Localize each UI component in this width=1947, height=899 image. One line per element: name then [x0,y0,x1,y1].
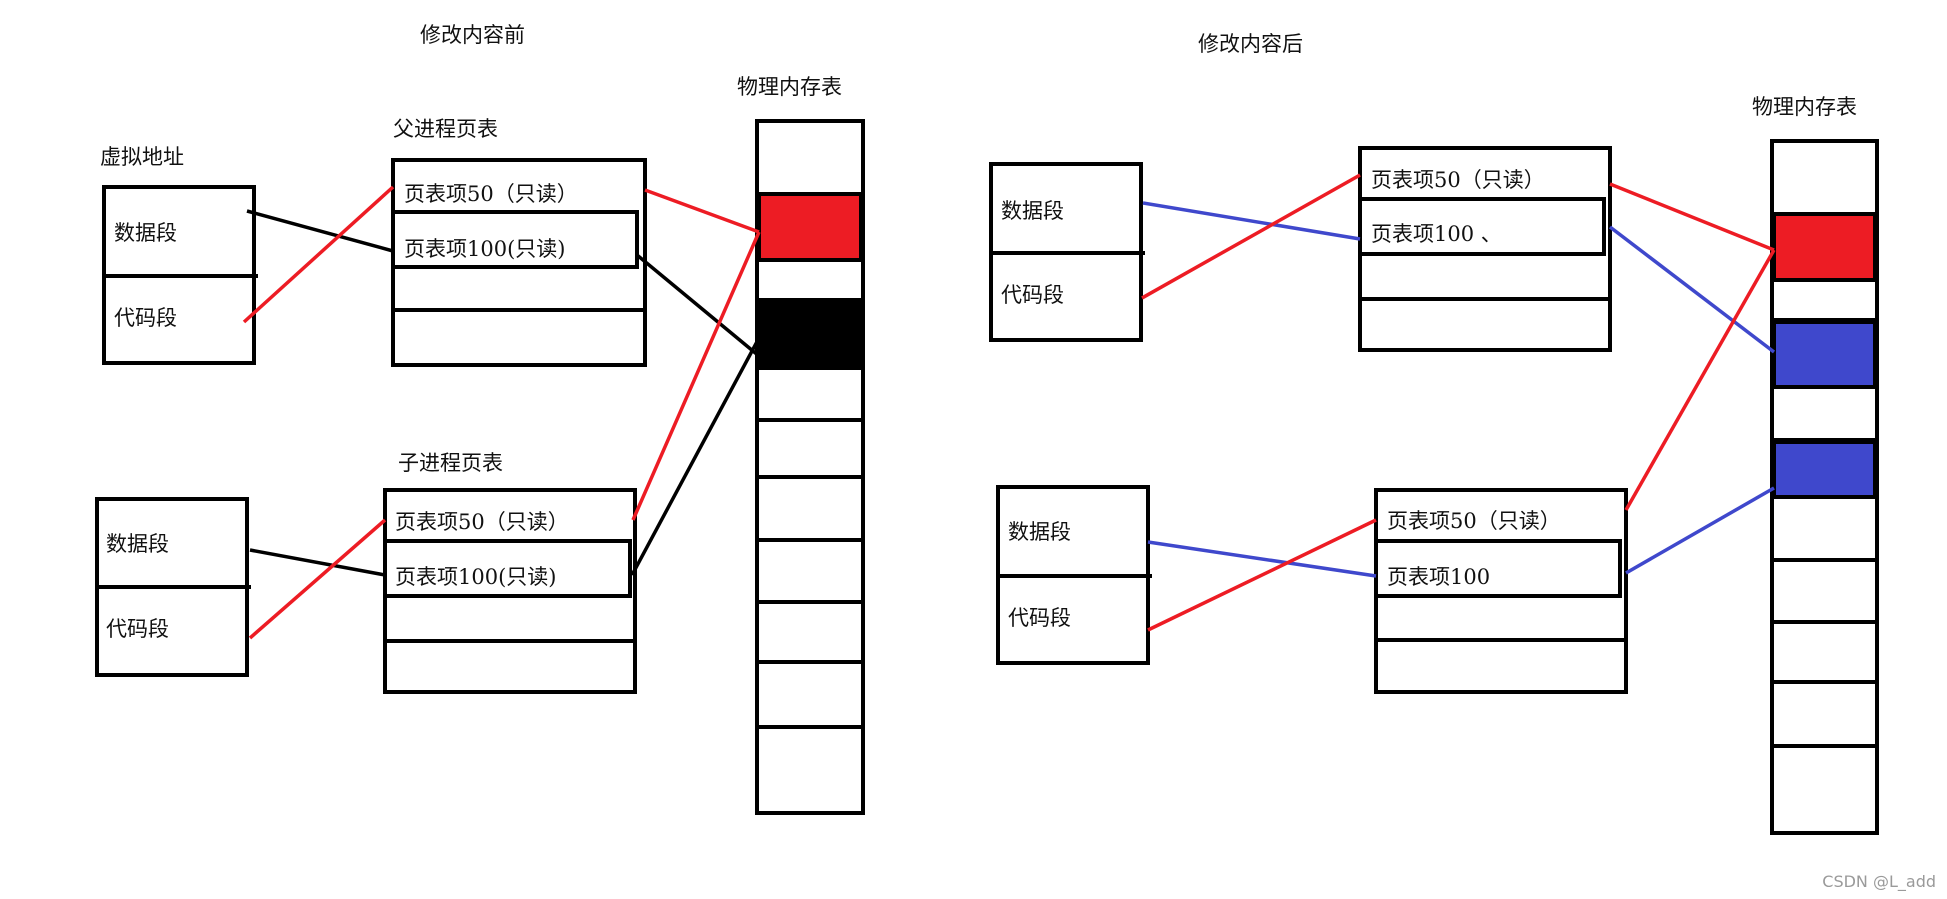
shared-data-page [757,192,863,262]
code-segment-label: 代码段 [1008,606,1071,630]
page-entry-100: 页表项100 、 [1371,222,1502,246]
connectors-after [1141,173,1776,632]
physical-memory-label-before: 物理内存表 [737,75,842,99]
page-entry-50: 页表项50（只读） [395,510,569,534]
child-virtual-address-after: 数据段 代码段 [996,485,1152,665]
page-entry-50: 页表项50（只读） [1371,168,1545,192]
page-entry-50: 页表项50（只读） [1387,509,1561,533]
data-segment-label: 数据段 [1001,199,1064,223]
physical-memory-label-after: 物理内存表 [1752,95,1857,119]
physical-memory-after [1770,139,1879,835]
shared-code-page [759,302,861,370]
title-after: 修改内容后 [1198,32,1303,56]
connectors-before [242,185,761,640]
parent-page-table-label: 父进程页表 [393,117,498,141]
child-data-page [1772,440,1877,499]
page-entry-100: 页表项100(只读) [395,565,556,589]
virtual-address-label: 虚拟地址 [100,145,184,169]
child-page-table-label: 子进程页表 [398,451,503,475]
physical-memory-before [755,119,865,815]
parent-page-table-before: 页表项50（只读） 页表项100(只读) [391,158,647,367]
parent-virtual-address-before: 数据段 代码段 [102,185,258,365]
shared-code-page [1772,212,1877,282]
watermark: CSDN @L_add [1822,872,1936,892]
code-segment-label: 代码段 [106,617,169,641]
page-entry-100: 页表项100 [1387,565,1490,589]
page-entry-100: 页表项100(只读) [404,237,565,261]
parent-page-table-after: 页表项50（只读） 页表项100 、 [1358,146,1612,352]
child-virtual-address-before: 数据段 代码段 [95,497,251,677]
page-entry-50: 页表项50（只读） [404,182,578,206]
code-segment-label: 代码段 [1001,283,1064,307]
parent-virtual-address-after: 数据段 代码段 [989,162,1145,342]
data-segment-label: 数据段 [106,532,169,556]
data-segment-label: 数据段 [114,221,177,245]
parent-data-page [1772,320,1877,389]
code-segment-label: 代码段 [114,306,177,330]
child-page-table-before: 页表项50（只读） 页表项100(只读) [383,488,637,694]
title-before: 修改内容前 [420,23,525,47]
child-page-table-after: 页表项50（只读） 页表项100 [1374,488,1628,694]
data-segment-label: 数据段 [1008,520,1071,544]
